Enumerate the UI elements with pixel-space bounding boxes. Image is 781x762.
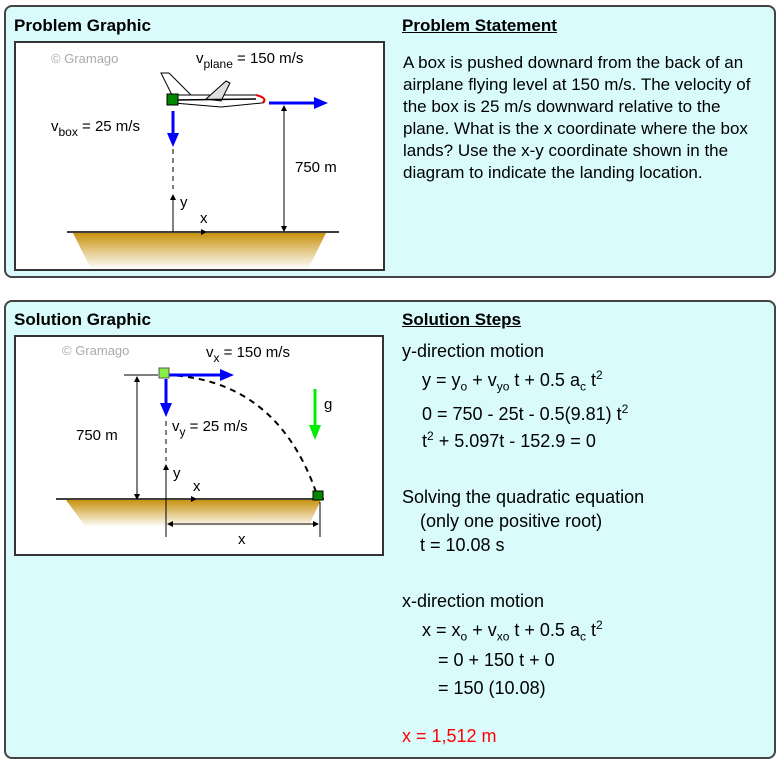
- gravity-label: g: [324, 396, 332, 413]
- vx-label: vx = 150 m/s: [206, 344, 290, 365]
- step-eq: t2 + 5.097t - 152.9 = 0: [422, 428, 596, 451]
- box-start: [158, 367, 170, 379]
- problem-graphic-title: Problem Graphic: [14, 16, 151, 35]
- step-eq: = 150 (10.08): [438, 678, 546, 699]
- y-axis-label: y: [180, 194, 188, 211]
- watermark: © Gramago: [51, 51, 118, 66]
- trajectory: [165, 374, 317, 493]
- solution-steps-title: Solution Steps: [402, 310, 521, 329]
- step-eq: 0 = 750 - 25t - 0.5(9.81) t2: [422, 401, 629, 424]
- problem-statement: A box is pushed downard from the back of…: [403, 53, 751, 182]
- y-axis-label: y: [173, 465, 181, 482]
- airplane-icon: [160, 72, 266, 108]
- solution-graphic: © Gramago 750 m vx = 150 m/s vy = 25 m/s…: [14, 335, 384, 556]
- ground: [73, 233, 326, 269]
- height-label: 750 m: [76, 427, 118, 444]
- vplane-label: vplane = 150 m/s: [196, 50, 303, 71]
- box-landed: [312, 490, 324, 501]
- solution-steps: y-direction motion y = yo + vyo t + 0.5 …: [402, 340, 644, 747]
- step-text: Solving the quadratic equation: [402, 486, 645, 507]
- step-eq: x = xo + vxo t + 0.5 ac t2: [422, 617, 603, 644]
- x-axis-label: x: [200, 210, 208, 227]
- x-axis-label: x: [193, 478, 201, 495]
- box: [166, 93, 179, 106]
- step-text: (only one positive root): [420, 510, 603, 531]
- height-label: 750 m: [295, 159, 337, 176]
- problem-statement-title: Problem Statement: [402, 16, 557, 35]
- step-text: x-direction motion: [402, 590, 545, 611]
- step-eq: y = yo + vyo t + 0.5 ac t2: [422, 368, 603, 394]
- final-answer: x = 1,512 m: [402, 726, 497, 747]
- solution-graphic-title: Solution Graphic: [14, 310, 151, 329]
- x-distance-label: x: [238, 531, 246, 548]
- watermark: © Gramago: [62, 343, 129, 358]
- problem-graphic: © Gramago vplane = 150 m/s vbox = 25 m/s…: [14, 41, 385, 271]
- step-eq: = 0 + 150 t + 0: [438, 650, 555, 671]
- vbox-label: vbox = 25 m/s: [51, 118, 140, 139]
- vy-label: vy = 25 m/s: [172, 418, 248, 439]
- step-text: y-direction motion: [402, 341, 545, 361]
- step-eq: t = 10.08 s: [420, 534, 505, 555]
